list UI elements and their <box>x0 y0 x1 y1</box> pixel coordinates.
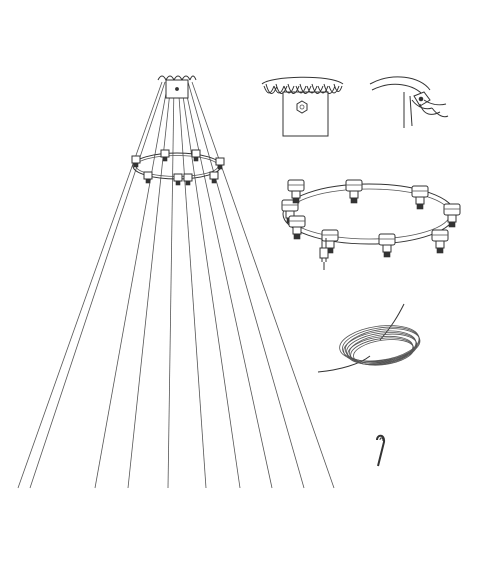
cable-loop <box>344 328 421 363</box>
coiled-cable-icon <box>317 303 421 373</box>
tree-ring-connector <box>160 149 170 162</box>
light-strand <box>177 81 207 489</box>
tree-ring-connector <box>183 173 193 186</box>
ring-connector <box>345 179 363 204</box>
ring-connector <box>378 233 396 258</box>
light-strand <box>94 81 169 489</box>
light-strand <box>127 81 172 489</box>
tree-connector-ring <box>131 149 225 186</box>
top-hook-plate-icon <box>261 76 344 137</box>
tree-ring-connector <box>209 171 219 184</box>
pole-mount-clamp-icon <box>369 76 449 128</box>
ring-connector <box>443 203 461 228</box>
connector-ring-icon <box>281 179 461 270</box>
tree-ring-connector <box>215 157 225 170</box>
light-strands-tree-icon <box>17 75 335 489</box>
tree-ring-connector <box>131 155 141 168</box>
light-strand <box>180 81 241 489</box>
tree-top-hooks <box>157 75 197 99</box>
ground-stake-hook-icon <box>376 434 386 467</box>
cable-loop <box>349 333 418 364</box>
tree-ring-connector <box>143 171 153 184</box>
ring-connector <box>288 215 306 240</box>
light-strands <box>17 81 335 489</box>
ring-connector <box>287 179 305 204</box>
light-strand <box>187 81 305 489</box>
ring-connector <box>411 185 429 210</box>
light-strand <box>191 81 335 489</box>
light-strand <box>29 81 166 489</box>
cable-loop <box>353 339 415 366</box>
ring-connectors <box>281 179 461 258</box>
light-strand <box>183 81 273 489</box>
tree-ring-connector <box>173 173 183 186</box>
tree-ring-connector <box>191 149 201 162</box>
light-strand <box>17 81 163 489</box>
light-strand <box>167 81 175 489</box>
ring-connector <box>431 229 449 254</box>
